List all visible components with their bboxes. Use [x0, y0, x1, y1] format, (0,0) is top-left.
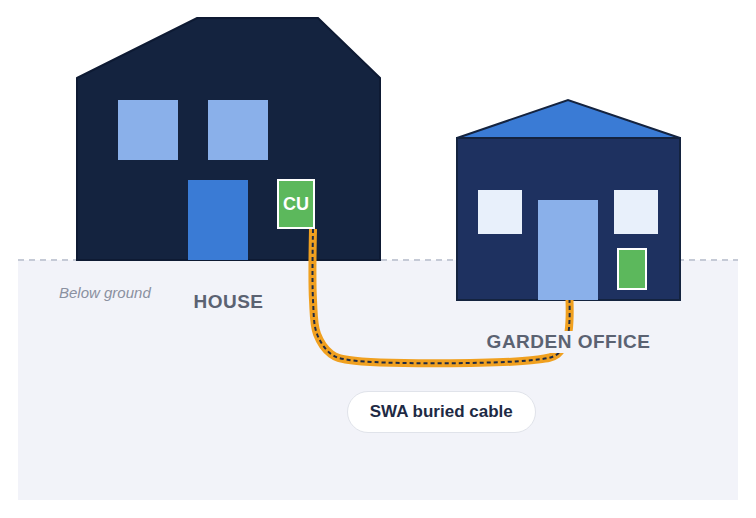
office-building: GARDEN OFFICE — [457, 100, 680, 300]
office-consumer-unit — [618, 249, 646, 289]
box-label: CU — [283, 194, 309, 215]
house-shape — [77, 18, 380, 260]
ground-note: Below ground — [59, 284, 151, 301]
consumer-unit-box: CU — [277, 179, 315, 229]
office-shape — [457, 100, 680, 300]
house-building: HOUSECU — [77, 18, 380, 260]
office-window — [614, 190, 658, 234]
house-window — [118, 100, 178, 160]
office-door — [538, 200, 598, 300]
house-door — [188, 180, 248, 260]
office-roof — [457, 100, 680, 138]
building-name: GARDEN OFFICE — [484, 331, 654, 353]
cable-label: SWA buried cable — [347, 391, 536, 433]
house-outline — [77, 18, 380, 260]
office-window — [478, 190, 522, 234]
edge-label: SWA buried cable — [370, 402, 513, 421]
office-outline — [457, 138, 680, 300]
house-window — [208, 100, 268, 160]
building-name: HOUSE — [190, 291, 266, 313]
